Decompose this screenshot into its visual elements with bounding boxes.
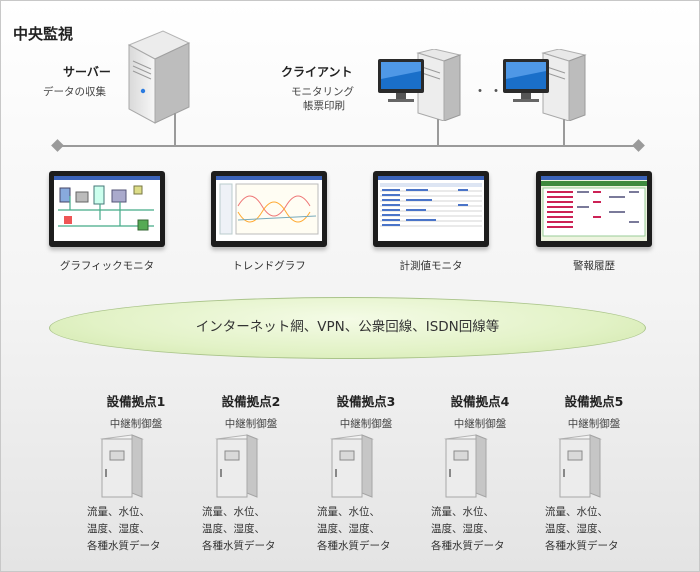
site-panel-label: 中継制御盤: [224, 418, 278, 430]
network-label: インターネット網、VPN、公衆回線、ISDN回線等: [195, 319, 500, 335]
site-5-data: 流量、水位、 温度、湿度、 各種水質データ: [545, 504, 619, 555]
site-data-line: 温度、湿度、: [317, 523, 380, 535]
control-panel-icon: [444, 434, 488, 498]
lan-bus-line: [59, 145, 639, 147]
network-cloud: [49, 297, 646, 359]
trend-graph-label: トレンドグラフ: [232, 260, 306, 272]
site-data-line: 流量、水位、: [202, 506, 265, 518]
site-data-line: 各種水質データ: [545, 540, 619, 552]
measurement-monitor-screen: [373, 171, 489, 247]
site-name: 設備拠点4: [450, 394, 510, 409]
site-4: 設備拠点4 中継制御盤: [425, 391, 535, 431]
site-data-line: 各種水質データ: [202, 540, 276, 552]
site-data-line: 流量、水位、: [317, 506, 380, 518]
site-data-line: 温度、湿度、: [87, 523, 150, 535]
control-panel-icon: [215, 434, 259, 498]
site-name: 設備拠点1: [106, 394, 166, 409]
client-name: クライアント: [281, 65, 353, 79]
server-name: サーバー: [63, 65, 111, 79]
site-panel-label: 中継制御盤: [339, 418, 393, 430]
diagram-title: 中央監視: [13, 25, 74, 43]
graphic-monitor-label: グラフィックモニタ: [59, 260, 155, 272]
site-panel-label: 中継制御盤: [453, 418, 507, 430]
site-data-line: 流量、水位、: [545, 506, 608, 518]
client-pc-icon: [378, 49, 462, 121]
site-data-line: 温度、湿度、: [545, 523, 608, 535]
site-1-data: 流量、水位、 温度、湿度、 各種水質データ: [87, 504, 161, 555]
site-panel-label: 中継制御盤: [109, 418, 163, 430]
bus-end-right-icon: [632, 139, 645, 152]
control-panel-icon: [558, 434, 602, 498]
site-name: 設備拠点3: [336, 394, 396, 409]
site-3-data: 流量、水位、 温度、湿度、 各種水質データ: [317, 504, 391, 555]
site-data-line: 各種水質データ: [87, 540, 161, 552]
site-data-line: 流量、水位、: [431, 506, 494, 518]
site-data-line: 温度、湿度、: [202, 523, 265, 535]
site-2: 設備拠点2 中継制御盤: [196, 391, 306, 431]
client-desc-monitoring: モニタリング: [291, 86, 354, 98]
alarm-history-label: 警報履歴: [573, 260, 615, 272]
control-panel-icon: [100, 434, 144, 498]
site-name: 設備拠点5: [564, 394, 624, 409]
site-data-line: 温度、湿度、: [431, 523, 494, 535]
site-name: 設備拠点2: [221, 394, 281, 409]
alarm-history-screen: [536, 171, 652, 247]
site-data-line: 各種水質データ: [431, 540, 505, 552]
server-icon: [127, 30, 191, 124]
site-5: 設備拠点5 中継制御盤: [539, 391, 649, 431]
server-connector: [174, 113, 176, 146]
client1-connector: [437, 119, 439, 146]
site-data-line: 各種水質データ: [317, 540, 391, 552]
site-2-data: 流量、水位、 温度、湿度、 各種水質データ: [202, 504, 276, 555]
graphic-monitor-screen: [49, 171, 165, 247]
bus-end-left-icon: [51, 139, 64, 152]
client-pc-icon-2: [503, 49, 587, 121]
server-desc: データの収集: [43, 86, 106, 98]
client-desc-print: 帳票印刷: [303, 100, 345, 112]
client2-connector: [563, 119, 565, 146]
trend-graph-screen: [211, 171, 327, 247]
site-3: 設備拠点3 中継制御盤: [311, 391, 421, 431]
site-data-line: 流量、水位、: [87, 506, 150, 518]
site-panel-label: 中継制御盤: [567, 418, 621, 430]
control-panel-icon: [330, 434, 374, 498]
site-4-data: 流量、水位、 温度、湿度、 各種水質データ: [431, 504, 505, 555]
site-1: 設備拠点1 中継制御盤: [81, 391, 191, 431]
measurement-monitor-label: 計測値モニタ: [399, 260, 463, 272]
